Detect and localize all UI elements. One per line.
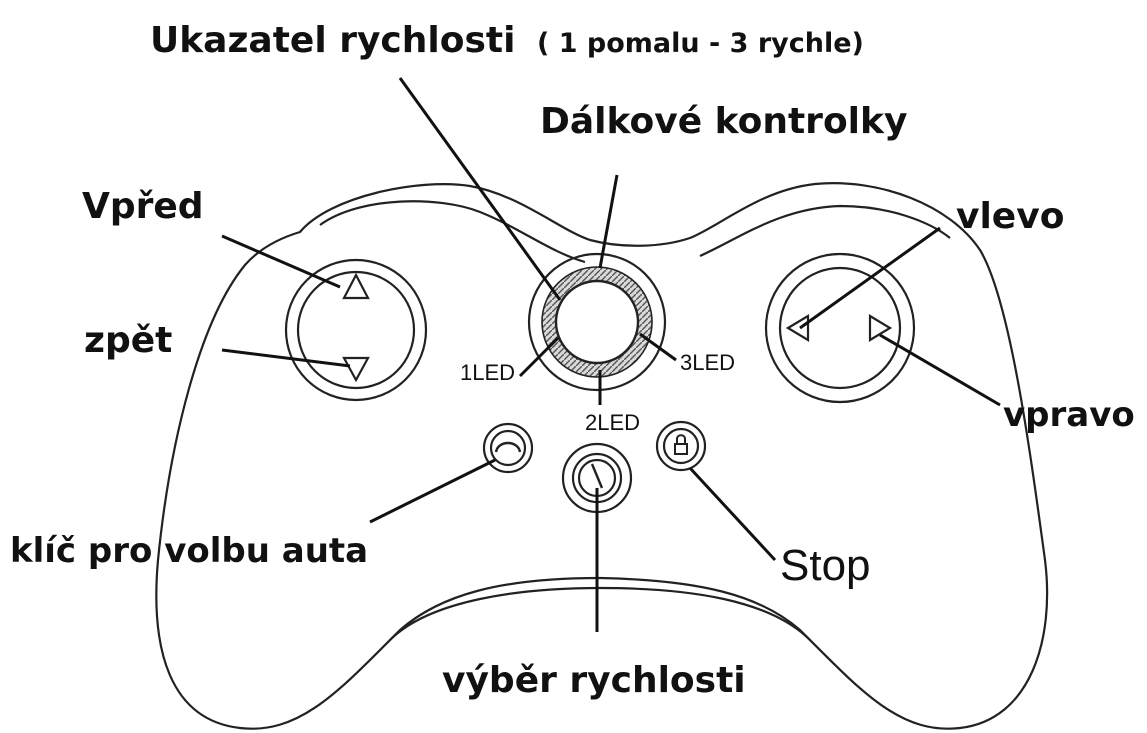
- led2-label: 2LED: [585, 410, 640, 435]
- back-label: zpět: [84, 320, 172, 361]
- led1-label: 1LED: [460, 360, 515, 385]
- speed-indicator-label: Ukazatel rychlosti: [150, 20, 515, 61]
- stop-label: Stop: [780, 541, 871, 590]
- left-label: vlevo: [956, 196, 1064, 237]
- right-arrow-icon[interactable]: [868, 314, 893, 342]
- leader-back: [221, 348, 351, 368]
- leader-led3: [639, 332, 677, 362]
- left-dpad[interactable]: [284, 258, 428, 402]
- leader-led1: [518, 336, 560, 378]
- controller-body-outline: [155, 182, 1049, 730]
- speedometer-icon: [590, 463, 604, 489]
- forward-label: Vpřed: [82, 186, 204, 227]
- led3-label: 3LED: [680, 350, 735, 375]
- controller-bottom-arc: [389, 586, 811, 641]
- leader-left: [799, 226, 941, 330]
- car-key-icon: [494, 441, 522, 453]
- leader-stop: [688, 466, 777, 562]
- controller-shoulder-line-right: [699, 204, 951, 258]
- right-dpad[interactable]: [764, 252, 916, 404]
- remote-lights-label: Dálkové kontrolky: [540, 101, 907, 142]
- lock-icon: [674, 443, 688, 455]
- car-select-button[interactable]: [482, 422, 534, 474]
- leader-car-select: [369, 458, 496, 524]
- car-select-key-label: klíč pro volbu auta: [10, 531, 368, 571]
- led-ring: [527, 252, 667, 392]
- controller-shoulder-line: [319, 200, 586, 264]
- up-arrow-icon[interactable]: [342, 272, 370, 300]
- leader-speed-indicator: [398, 77, 562, 301]
- speed-indicator-note: ( 1 pomalu - 3 rychle): [537, 28, 864, 59]
- leader-right: [879, 333, 1001, 407]
- leader-forward: [221, 234, 341, 289]
- leader-remote-lights: [598, 174, 619, 269]
- down-arrow-icon[interactable]: [342, 356, 370, 383]
- speed-select-label: výběr rychlosti: [442, 660, 746, 701]
- right-label: vpravo: [1003, 395, 1135, 435]
- left-arrow-icon[interactable]: [785, 314, 810, 342]
- stop-button[interactable]: [655, 420, 707, 472]
